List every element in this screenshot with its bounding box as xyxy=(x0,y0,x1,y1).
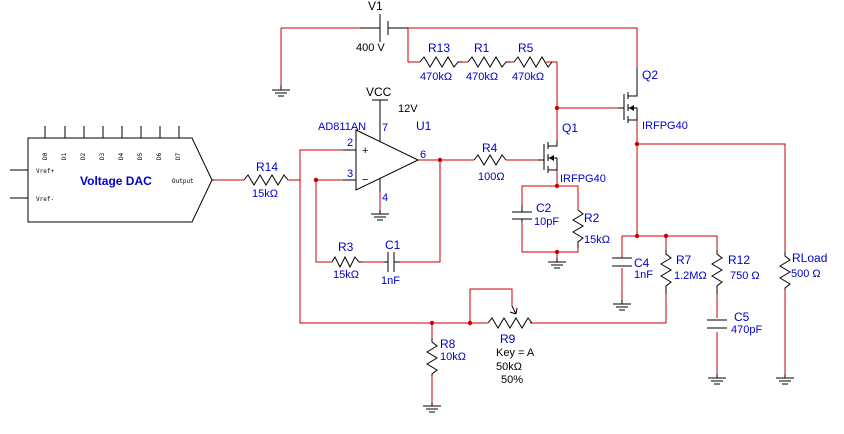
capacitor-c2: C2 10pF xyxy=(512,201,559,228)
dac-bit-d6: D6 xyxy=(156,152,163,160)
resistor-r8: R8 10kΩ xyxy=(426,337,466,376)
q1-part: IRFPG40 xyxy=(560,173,606,185)
battery-v1: V1 400 V xyxy=(356,0,408,54)
r2-ref: R2 xyxy=(584,211,600,225)
r9-setting: 50% xyxy=(501,374,523,386)
u1-ref: U1 xyxy=(416,119,432,133)
c4-value: 1nF xyxy=(634,269,653,281)
ground-c4 xyxy=(613,300,631,311)
c5-ref: C5 xyxy=(734,310,750,324)
opamp-u1: + − 2 3 7 4 6 AD811AN U1 xyxy=(318,100,432,204)
dac-bit-d4: D4 xyxy=(118,152,125,160)
u1-pin7: 7 xyxy=(382,122,388,134)
u1-pin2: 2 xyxy=(347,137,353,149)
dac-title: Voltage DAC xyxy=(80,174,152,188)
c4-ref: C4 xyxy=(634,256,650,270)
c2-ref: C2 xyxy=(536,201,552,215)
r13-ref: R13 xyxy=(428,41,450,55)
ground-q1 xyxy=(548,258,566,269)
q2-ref: Q2 xyxy=(642,68,658,82)
dac-vref-plus: Vref+ xyxy=(36,168,54,175)
resistor-r5: R5 470kΩ xyxy=(512,41,553,83)
r1-value: 470kΩ xyxy=(466,71,498,83)
r9-ref: R9 xyxy=(500,332,516,346)
resistor-r9: R9 Key = A 50kΩ 50% xyxy=(487,305,535,386)
r1-ref: R1 xyxy=(474,41,490,55)
q2-part: IRFPG40 xyxy=(642,120,688,132)
r8-value: 10kΩ xyxy=(440,351,466,363)
r5-ref: R5 xyxy=(518,41,534,55)
u1-pin4: 4 xyxy=(382,192,388,204)
r14-ref: R14 xyxy=(256,160,278,174)
v1-ref: V1 xyxy=(368,0,383,13)
q1-ref: Q1 xyxy=(562,121,578,135)
dac-bit-d0: D0 xyxy=(42,152,49,160)
v1-value: 400 V xyxy=(356,42,385,54)
rload-ref: RLoad xyxy=(792,251,827,265)
dac-vref-minus: Vref- xyxy=(36,196,54,203)
r14-value: 15kΩ xyxy=(252,188,278,200)
resistor-r4: R4 100Ω xyxy=(473,141,507,183)
r13-value: 470kΩ xyxy=(420,71,452,83)
r4-ref: R4 xyxy=(482,141,498,155)
vcc-label: VCC xyxy=(366,85,392,99)
u1-pin6: 6 xyxy=(420,149,426,161)
r3-ref: R3 xyxy=(338,240,354,254)
r12-ref: R12 xyxy=(728,253,750,267)
voltage-dac: D0 D1 D2 D3 D4 D5 D6 D7 Vref+ Vref- Outp… xyxy=(10,126,214,223)
c1-value: 1nF xyxy=(381,275,400,287)
dac-bit-d3: D3 xyxy=(99,152,106,160)
dac-output-label: Output xyxy=(172,178,194,185)
resistor-rload: RLoad 500 Ω xyxy=(779,251,827,290)
dac-bit-d7: D7 xyxy=(175,152,182,160)
r9-key: Key = A xyxy=(496,347,535,359)
ground-symbols xyxy=(272,85,794,413)
resistor-r7: R7 1.2MΩ xyxy=(660,250,707,294)
wires xyxy=(214,27,786,402)
capacitor-c4: C4 1nF xyxy=(612,256,653,281)
vcc-supply: VCC 12V xyxy=(366,85,418,128)
u1-pin3: 3 xyxy=(347,168,353,180)
r7-ref: R7 xyxy=(676,253,692,267)
dac-bit-d5: D5 xyxy=(137,152,144,160)
svg-text:+: + xyxy=(362,145,368,157)
mosfet-q1: Q1 IRFPG40 xyxy=(538,121,606,185)
r5-value: 470kΩ xyxy=(512,71,544,83)
resistor-r3: R3 15kΩ xyxy=(331,240,362,281)
ground-opamp xyxy=(371,210,389,221)
vcc-value: 12V xyxy=(398,103,418,115)
u1-part: AD811AN xyxy=(318,121,366,133)
dac-bit-d2: D2 xyxy=(80,152,87,160)
ground-v1 xyxy=(272,85,290,97)
resistor-r12: R12 750 Ω xyxy=(711,250,760,294)
capacitor-c1: C1 1nF xyxy=(381,238,401,287)
svg-text:−: − xyxy=(362,174,368,186)
resistor-r2: R2 15kΩ xyxy=(572,209,610,248)
r3-value: 15kΩ xyxy=(333,269,359,281)
dac-bit-d1: D1 xyxy=(61,152,68,160)
r7-value: 1.2MΩ xyxy=(674,270,707,282)
ground-r8 xyxy=(423,402,441,413)
mosfet-q2: Q2 IRFPG40 xyxy=(618,68,688,132)
r8-ref: R8 xyxy=(440,337,456,351)
resistor-r13: R13 470kΩ xyxy=(419,41,462,83)
ground-c5 xyxy=(708,374,726,385)
r12-value: 750 Ω xyxy=(730,270,760,282)
r9-value: 50kΩ xyxy=(496,361,522,373)
resistor-r1: R1 470kΩ xyxy=(466,41,510,83)
r2-value: 15kΩ xyxy=(584,234,610,246)
rload-value: 500 Ω xyxy=(791,268,821,280)
junctions xyxy=(313,105,669,326)
c2-value: 10pF xyxy=(534,216,559,228)
resistor-r14: R14 15kΩ xyxy=(243,160,289,200)
ground-rload xyxy=(776,374,794,385)
r4-value: 100Ω xyxy=(478,171,505,183)
capacitor-c5: C5 470pF xyxy=(707,310,762,336)
c1-ref: C1 xyxy=(385,238,401,252)
c5-value: 470pF xyxy=(731,324,762,336)
